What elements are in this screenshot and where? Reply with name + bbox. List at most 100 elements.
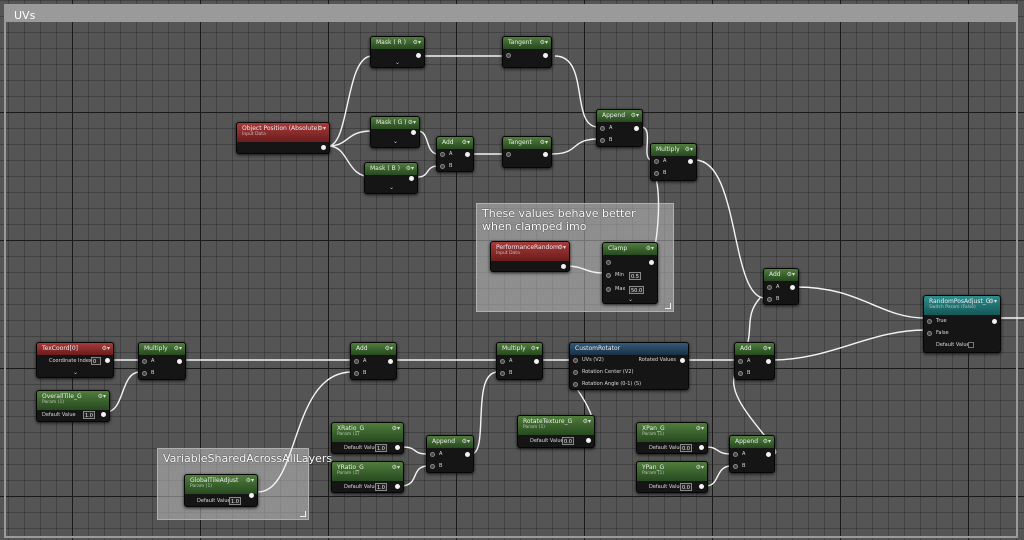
output-pin[interactable] xyxy=(411,130,416,135)
output-pin[interactable] xyxy=(395,484,400,489)
input-pin-b[interactable] xyxy=(440,164,445,169)
node-options-icon[interactable]: ⚙▾ xyxy=(391,464,400,471)
default-value-input[interactable]: 1.0 xyxy=(375,483,387,491)
node-options-icon[interactable]: ⚙▾ xyxy=(530,345,539,352)
input-pin-a[interactable] xyxy=(440,152,445,157)
node-options-icon[interactable]: ⚙▾ xyxy=(762,438,771,445)
comment-frame-header[interactable]: UVs xyxy=(4,4,1018,22)
output-pin[interactable] xyxy=(699,484,704,489)
node-append-3[interactable]: Append⚙▾ A B xyxy=(729,435,775,473)
input-pin-a[interactable] xyxy=(142,359,147,364)
input-pin-b[interactable] xyxy=(738,371,743,376)
node-options-icon[interactable]: ⚙▾ xyxy=(384,345,393,352)
input-pin-min[interactable] xyxy=(606,273,611,278)
input-pin-a[interactable] xyxy=(733,452,738,457)
default-value-input[interactable]: 1.0 xyxy=(375,444,387,452)
node-multiply-2[interactable]: Multiply⚙▾ A B xyxy=(138,342,186,380)
output-pin[interactable] xyxy=(465,452,470,457)
input-pin-b[interactable] xyxy=(600,138,605,143)
node-options-icon[interactable]: ⚙▾ xyxy=(412,39,421,46)
input-pin-uvs[interactable] xyxy=(573,358,578,363)
node-clamp[interactable]: Clamp⚙▾ Min 0.5 Max 50.0 ⌄ xyxy=(602,242,658,304)
output-pin[interactable] xyxy=(766,359,771,364)
node-options-icon[interactable]: ⚙▾ xyxy=(645,245,654,252)
output-pin[interactable] xyxy=(543,53,548,58)
node-options-icon[interactable]: ⚙▾ xyxy=(582,418,591,425)
chevron-down-icon[interactable]: ⌄ xyxy=(389,184,395,191)
input-pin-b[interactable] xyxy=(733,464,738,469)
input-pin-a[interactable] xyxy=(600,126,605,131)
node-options-icon[interactable]: ⚙▾ xyxy=(539,139,548,146)
node-texcoord[interactable]: TexCoord[0]⚙▾ Coordinate Index 0 ⌄ xyxy=(36,342,114,378)
input-pin-a[interactable] xyxy=(500,359,505,364)
output-pin[interactable] xyxy=(790,285,795,290)
node-tangent-1[interactable]: Tangent⚙▾ xyxy=(502,36,552,68)
output-pin[interactable] xyxy=(465,152,470,157)
node-append-1[interactable]: Append⚙▾ A B xyxy=(596,109,643,147)
node-tangent-2[interactable]: Tangent⚙▾ xyxy=(502,136,552,168)
output-pin[interactable] xyxy=(688,159,693,164)
output-pin[interactable] xyxy=(561,264,566,269)
node-options-icon[interactable]: ⚙▾ xyxy=(786,271,795,278)
default-value-input[interactable]: 0.0 xyxy=(562,437,574,445)
output-pin[interactable] xyxy=(534,359,539,364)
node-add-1[interactable]: Add⚙▾ A B xyxy=(436,136,474,172)
default-value-input[interactable]: 0.0 xyxy=(680,444,692,452)
output-pin[interactable] xyxy=(543,152,548,157)
default-value-input[interactable]: 1.0 xyxy=(229,497,241,505)
input-pin-center[interactable] xyxy=(573,370,578,375)
node-options-icon[interactable]: ⚙▾ xyxy=(97,393,106,400)
node-multiply-3[interactable]: Multiply⚙▾ A B xyxy=(496,342,543,380)
node-object-position[interactable]: Object Position (Absolute)Input Data⚙▾ xyxy=(236,122,330,154)
input-pin-b[interactable] xyxy=(500,371,505,376)
output-pin[interactable] xyxy=(766,452,771,457)
default-value-checkbox[interactable] xyxy=(968,342,974,348)
node-options-icon[interactable]: ⚙▾ xyxy=(695,464,704,471)
node-options-icon[interactable]: ⚙▾ xyxy=(539,39,548,46)
output-pin[interactable] xyxy=(321,145,326,150)
input-pin-b[interactable] xyxy=(354,371,359,376)
chevron-down-icon[interactable]: ⌄ xyxy=(628,296,634,303)
min-value-input[interactable]: 0.5 xyxy=(629,272,641,280)
input-pin-a[interactable] xyxy=(430,452,435,457)
node-options-icon[interactable]: ⚙▾ xyxy=(317,125,326,132)
output-pin[interactable] xyxy=(586,438,591,443)
default-value-input[interactable]: 1.0 xyxy=(83,411,95,419)
node-options-icon[interactable]: ⚙▾ xyxy=(695,425,704,432)
output-pin[interactable] xyxy=(699,445,704,450)
output-pin[interactable] xyxy=(388,359,393,364)
input-pin-angle[interactable] xyxy=(573,382,578,387)
output-pin[interactable] xyxy=(680,358,685,363)
input-pin-b[interactable] xyxy=(654,171,659,176)
input-pin-true[interactable] xyxy=(927,319,932,324)
output-pin[interactable] xyxy=(101,412,106,417)
node-options-icon[interactable]: ⚙▾ xyxy=(988,298,997,305)
output-pin[interactable] xyxy=(634,126,639,131)
input-pin-b[interactable] xyxy=(767,297,772,302)
input-pin-max[interactable] xyxy=(606,287,611,292)
max-value-input[interactable]: 50.0 xyxy=(629,286,645,294)
node-append-2[interactable]: Append⚙▾ A B xyxy=(426,435,474,473)
input-pin[interactable] xyxy=(506,53,511,58)
output-pin[interactable] xyxy=(416,53,421,58)
node-add-3[interactable]: Add⚙▾ A B xyxy=(350,342,397,380)
chevron-down-icon[interactable]: ⌄ xyxy=(395,59,401,66)
node-mask-r[interactable]: Mask ( R )⚙▾ ⌄ xyxy=(370,36,425,68)
node-options-icon[interactable]: ⚙▾ xyxy=(762,345,771,352)
node-options-icon[interactable]: ⚙▾ xyxy=(684,146,693,153)
node-custom-rotator[interactable]: CustomRotator UVs (V2) Rotation Center (… xyxy=(569,342,689,390)
input-pin[interactable] xyxy=(506,152,511,157)
input-pin[interactable] xyxy=(606,260,611,265)
node-options-icon[interactable]: ⚙▾ xyxy=(245,477,254,484)
node-add-2[interactable]: Add⚙▾ A B xyxy=(763,268,799,305)
node-mask-b[interactable]: Mask ( B )⚙▾ ⌄ xyxy=(364,162,418,194)
default-value-input[interactable]: 0.0 xyxy=(680,483,692,491)
resize-handle[interactable] xyxy=(300,511,306,517)
